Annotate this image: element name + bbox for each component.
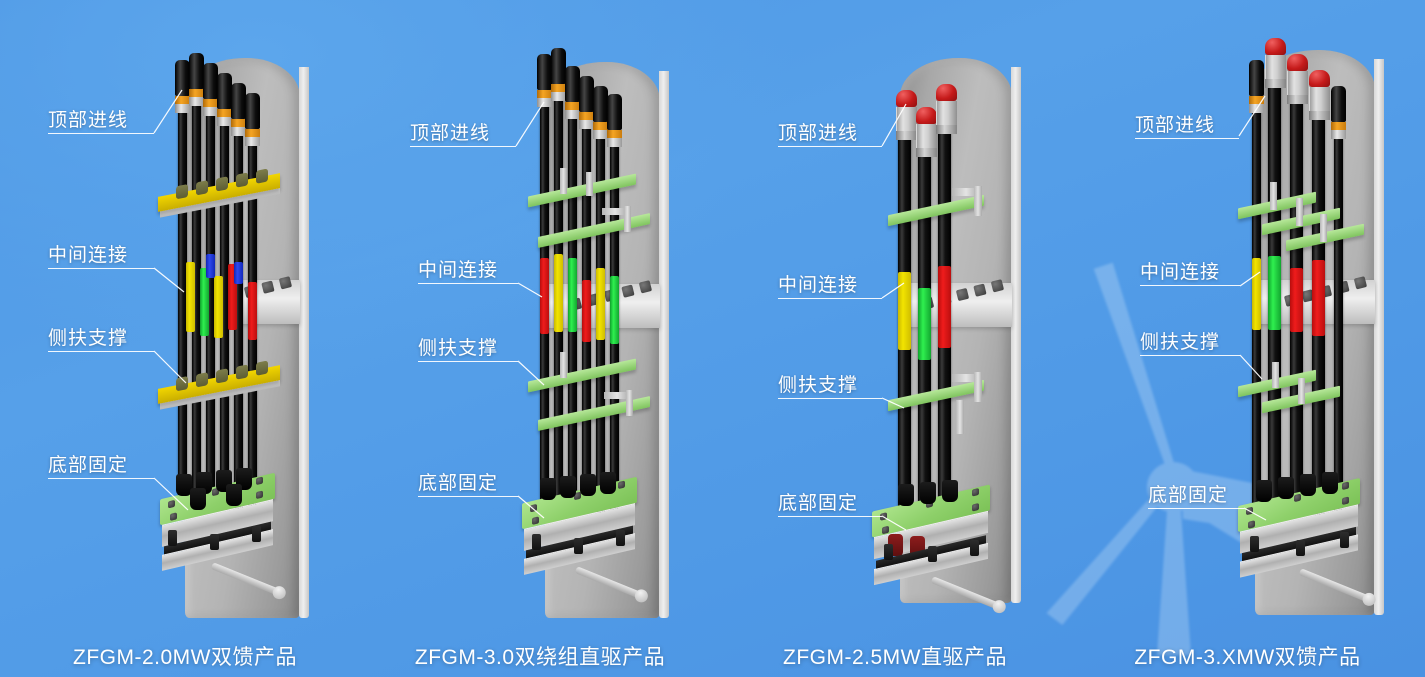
phase-band-yellow <box>898 272 911 350</box>
bottom-fixing-base-1 <box>160 468 281 596</box>
cable-terminal <box>175 60 190 113</box>
phase-band-red <box>582 280 591 342</box>
cable-terminal-red <box>936 84 957 134</box>
phase-band-green <box>568 258 577 332</box>
phase-band-red <box>540 258 549 334</box>
product-caption-1: ZFGM-2.0MW双馈产品 <box>73 646 297 669</box>
callout-label: 底部固定 <box>1148 485 1229 506</box>
phase-band-red <box>1290 268 1303 332</box>
cable-terminal <box>245 93 260 146</box>
cable-terminal <box>217 73 232 126</box>
callout-label: 中间连接 <box>778 275 859 296</box>
cable-terminal-red <box>1309 70 1330 120</box>
bottom-fixing-base-2 <box>522 472 643 599</box>
product-panel-4: 顶部进线 中间连接 侧扶支撑 底部固定 ZFGM-3.XMW双馈产品 <box>1070 0 1425 677</box>
product-caption-2: ZFGM-3.0双绕组直驱产品 <box>414 646 666 669</box>
phase-band-yellow <box>186 262 195 332</box>
callout-label: 底部固定 <box>418 473 499 494</box>
cable-terminal <box>231 83 246 136</box>
phase-band-red <box>1312 260 1325 336</box>
callout-label: 底部固定 <box>48 455 129 476</box>
cable-terminal <box>551 48 566 101</box>
callout-label: 侧扶支撑 <box>778 375 859 396</box>
phase-band-green <box>918 288 931 360</box>
bottom-fixing-base-3 <box>872 480 1001 610</box>
callout-label: 侧扶支撑 <box>1140 332 1221 353</box>
phase-band-yellow <box>214 276 223 338</box>
callout-label: 中间连接 <box>418 260 499 281</box>
product-caption-3: ZFGM-2.5MW直驱产品 <box>783 646 1007 669</box>
cable-terminal <box>565 66 580 119</box>
phase-band-yellow <box>1252 258 1261 330</box>
callout-label: 顶部进线 <box>410 123 491 144</box>
phase-band-yellow <box>596 268 605 340</box>
callout-label: 中间连接 <box>48 245 129 266</box>
cable-terminal <box>1331 86 1346 139</box>
callout-label: 顶部进线 <box>48 110 129 131</box>
cable-terminal-red <box>916 107 937 157</box>
callout-label: 侧扶支撑 <box>418 338 499 359</box>
callout-label: 中间连接 <box>1140 262 1221 283</box>
phase-band-red <box>248 282 257 340</box>
phase-band-yellow <box>554 254 563 332</box>
phase-band-blue <box>206 254 215 278</box>
cable-terminal <box>607 94 622 147</box>
cable-terminal-red <box>1265 38 1286 88</box>
product-panel-3: 顶部进线 中间连接 侧扶支撑 底部固定 ZFGM-2.5MW直驱产品 <box>720 0 1070 677</box>
phase-band-red <box>228 264 237 330</box>
bottom-fixing-base-4 <box>1238 472 1370 603</box>
callout-label: 底部固定 <box>778 493 859 514</box>
product-caption-4: ZFGM-3.XMW双馈产品 <box>1134 646 1361 669</box>
cable-terminal <box>579 76 594 129</box>
cable-terminal <box>203 63 218 116</box>
callout-label: 顶部进线 <box>1135 115 1216 136</box>
cable-terminal-red <box>1287 54 1308 104</box>
callout-label: 顶部进线 <box>778 123 859 144</box>
phase-band-green <box>1268 256 1281 330</box>
phase-band-blue <box>234 262 243 284</box>
phase-band-green <box>610 276 619 344</box>
callout-label: 侧扶支撑 <box>48 328 129 349</box>
cable-terminal <box>537 54 552 107</box>
cable-terminal <box>593 86 608 139</box>
phase-band-green <box>200 268 209 336</box>
cable-terminal <box>189 53 204 106</box>
product-panel-2: 顶部进线 中间连接 侧扶支撑 底部固定 ZFGM-3.0双绕组直驱产品 <box>360 0 720 677</box>
product-panel-1: 顶部进线 中间连接 侧扶支撑 底部固定 ZFGM-2.0MW双馈产品 <box>0 0 370 677</box>
phase-band-red <box>938 266 951 348</box>
